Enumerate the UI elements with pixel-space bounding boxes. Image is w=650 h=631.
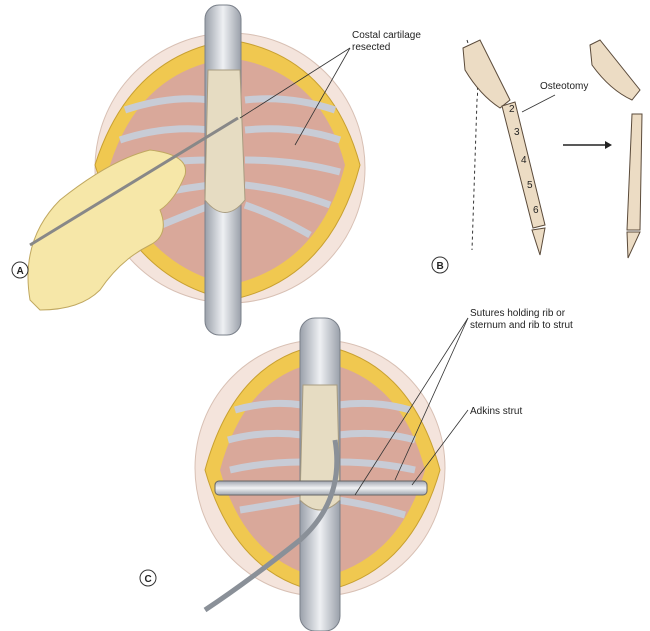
strut-leader (411, 409, 469, 486)
leader-line (239, 47, 351, 119)
osteotomy-label: Osteotomy (540, 81, 588, 92)
panel-c-letter: C (145, 574, 152, 585)
drain-tube (203, 439, 340, 613)
panel-b-letter: B (437, 261, 444, 272)
sutures-label-2: sternum and rib to strut (470, 320, 573, 331)
segment-4: 4 (521, 155, 527, 166)
panel-a-badge (11, 261, 29, 279)
panel-c-badge (139, 569, 157, 587)
sutures-leader (394, 317, 469, 481)
panel-b-badge (431, 256, 449, 274)
panel-c: Sutures holding rib or sternum and rib t… (139, 308, 573, 631)
probe (29, 116, 239, 247)
hand (27, 149, 187, 311)
segment-5: 5 (527, 180, 533, 191)
panel-a-letter: A (17, 266, 24, 277)
osteotomy-leader (521, 94, 556, 113)
corrected-body (626, 113, 643, 231)
segment-2: 2 (509, 104, 515, 115)
ribs (227, 399, 416, 519)
sternum (204, 69, 246, 213)
arrow-head (605, 141, 612, 149)
sutures-leader (354, 317, 469, 496)
costal-label-2: resected (352, 42, 390, 53)
corrected-xiphoid (626, 231, 641, 259)
adkins-strut (214, 480, 428, 496)
corrected-manubrium (589, 39, 641, 101)
segment-3: 3 (514, 127, 520, 138)
panel-a: Costal cartilage resected A (11, 4, 421, 336)
bone-manubrium (462, 39, 511, 109)
costal-label-1: Costal cartilage (352, 30, 421, 41)
strut-label: Adkins strut (470, 406, 522, 417)
xiphoid (531, 227, 546, 256)
sutures-label-1: Sutures holding rib or (470, 308, 566, 319)
leader-line (294, 47, 351, 146)
panel-b: Osteotomy 2 3 4 5 6 B (431, 39, 643, 274)
bone-body (501, 101, 546, 229)
segment-6: 6 (533, 205, 539, 216)
